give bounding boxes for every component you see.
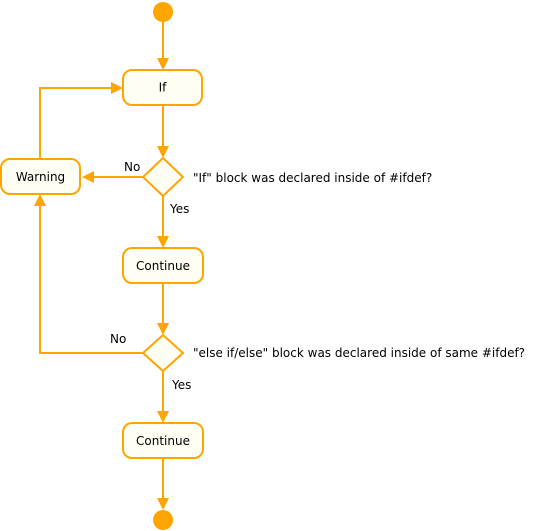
- decision-2-diamond: [141, 333, 185, 373]
- warning-node-label: Warning: [16, 170, 65, 184]
- arrow-decision-1-to-continue: [157, 236, 169, 248]
- arrow-decision-2-to-warning: [34, 194, 46, 206]
- arrow-decision-2-to-continue: [157, 411, 169, 423]
- continue-node-2-label: Continue: [136, 434, 190, 448]
- end-node: [153, 510, 173, 530]
- edge-label-no-1: No: [124, 160, 140, 174]
- arrow-start-to-if: [157, 58, 169, 70]
- arrow-continue-to-end: [157, 498, 169, 510]
- continue-node-2: Continue: [122, 422, 204, 459]
- continue-node-1-label: Continue: [136, 259, 190, 273]
- warning-node: Warning: [0, 158, 81, 195]
- edge-label-yes-1: Yes: [169, 202, 189, 216]
- continue-node-1: Continue: [122, 247, 204, 284]
- edge-decision-2-no-to-warning: [39, 206, 143, 354]
- start-node: [153, 2, 173, 22]
- arrow-warning-to-if: [111, 82, 123, 94]
- if-node: If: [122, 69, 203, 106]
- edge-label-yes-2: Yes: [171, 378, 191, 392]
- decision-1-question: "If" block was declared inside of #ifdef…: [193, 171, 432, 185]
- edge-warning-to-if: [39, 87, 113, 159]
- edge-label-no-2: No: [110, 332, 126, 346]
- arrow-if-to-decision-1: [157, 146, 169, 158]
- if-node-label: If: [159, 81, 168, 95]
- arrow-decision-1-to-warning: [82, 171, 94, 183]
- arrow-continue-to-decision-2: [157, 323, 169, 335]
- decision-1-diamond: [141, 156, 185, 198]
- decision-2-question: "else if/else" block was declared inside…: [193, 346, 525, 360]
